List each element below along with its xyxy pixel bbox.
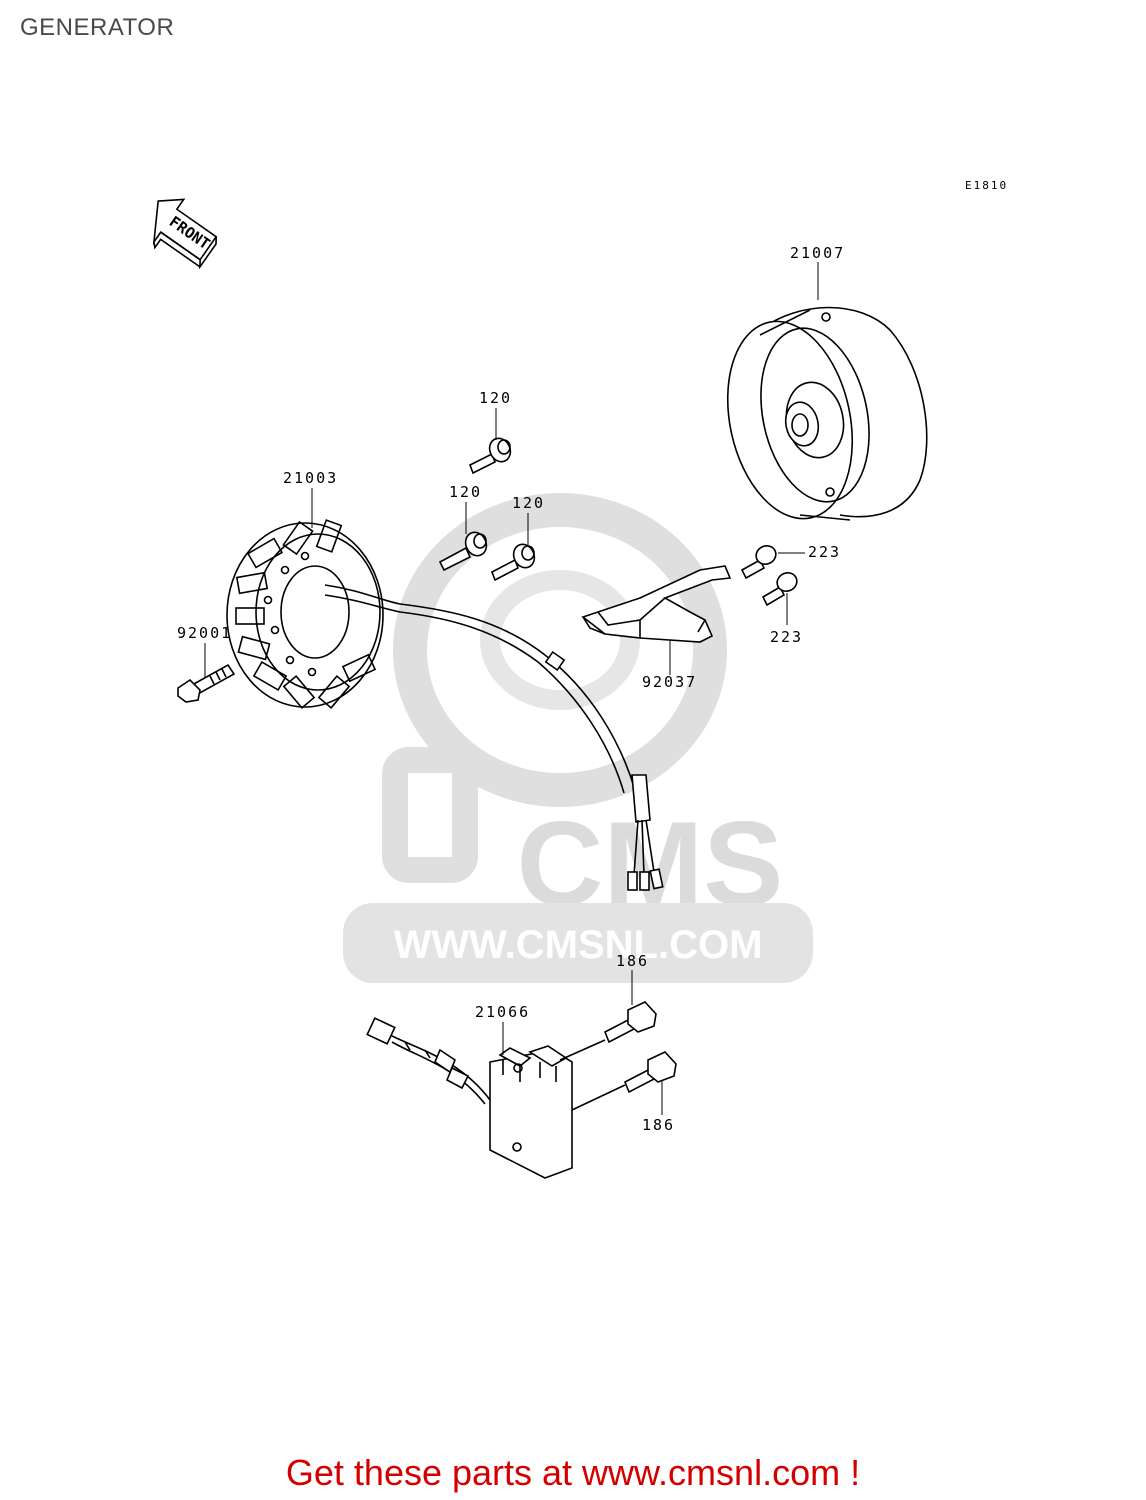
footer-promo-link[interactable]: Get these parts at www.cmsnl.com ! (285, 1452, 861, 1493)
watermark-banner (343, 903, 813, 983)
bolt-120-top (468, 437, 512, 475)
front-arrow-icon: FRONT (152, 198, 218, 270)
part-number-186-lower: 186 (642, 1116, 675, 1134)
stator-coil (226, 519, 384, 709)
part-number-120-mid-left: 120 (449, 483, 482, 501)
regulator-wire (366, 1017, 491, 1105)
part-number-186-upper: 186 (616, 952, 649, 970)
part-number-223-upper: 223 (808, 543, 841, 561)
diagram-code: E1810 (965, 179, 1008, 192)
part-number-21066: 21066 (475, 1003, 530, 1021)
flywheel-rotor (726, 306, 928, 521)
bolt-120-mid-right (491, 543, 536, 582)
part-number-120-mid-right: 120 (512, 494, 545, 512)
part-number-120-top: 120 (479, 389, 512, 407)
screw-223-upper (740, 545, 777, 580)
bolt-92001 (177, 663, 236, 703)
watermark-url: WWW.CMSNL.COM (394, 923, 763, 967)
part-number-21003: 21003 (283, 469, 338, 487)
stator-wire-harness (324, 584, 664, 891)
watermark: CMS WWW.CMSNL.COM (343, 493, 813, 983)
part-number-92037: 92037 (642, 673, 697, 691)
bolt-186-upper (603, 1001, 657, 1044)
part-number-21007: 21007 (790, 244, 845, 262)
watermark-mascot-icon (382, 493, 727, 883)
page-title: GENERATOR (20, 14, 175, 41)
part-number-223-lower: 223 (770, 628, 803, 646)
bolt-120-mid-left (438, 531, 488, 572)
bolt-186-lower (623, 1051, 677, 1094)
part-number-92001: 92001 (177, 624, 232, 642)
wire-holder-bracket (581, 565, 732, 643)
screw-223-lower (761, 572, 798, 607)
regulator-rectifier (489, 1039, 626, 1179)
